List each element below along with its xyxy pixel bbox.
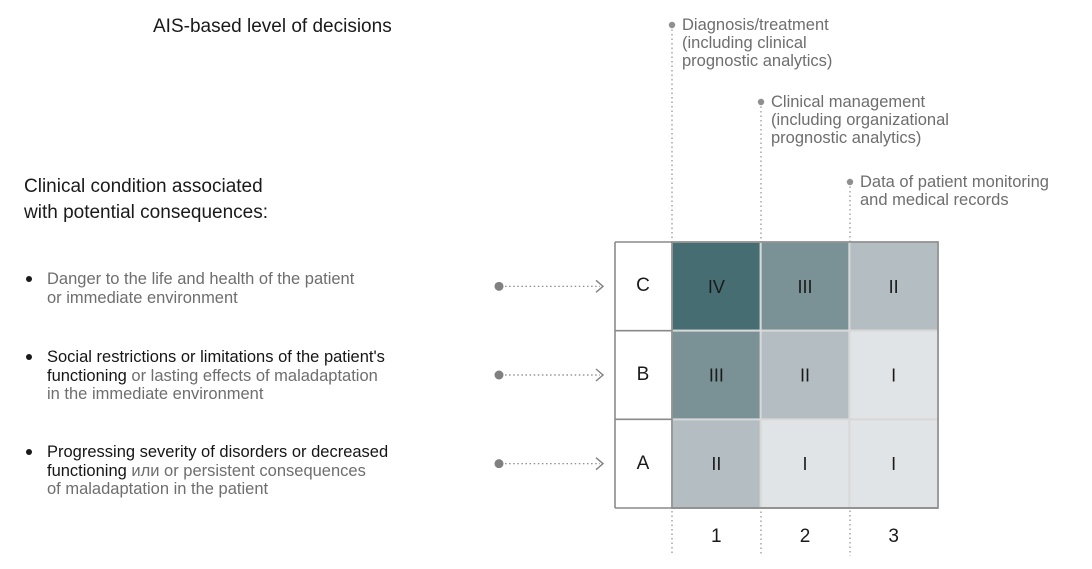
leader-dot-icon	[757, 98, 765, 106]
condition-text-line: Social restrictions or limitations of th…	[47, 348, 385, 367]
matrix-cell-label: II	[711, 454, 721, 474]
bullet-icon	[26, 449, 32, 455]
matrix-cell-label: I	[891, 454, 896, 474]
condition-text-segment: Danger to the life and health of the pat…	[47, 270, 355, 288]
matrix-cell-label: II	[889, 277, 899, 297]
condition-text-line: in the immediate environment	[47, 385, 385, 404]
diagram-title: AIS-based level of decisions	[153, 16, 392, 37]
condition-text-segment: Social restrictions or limitations of th…	[47, 348, 385, 366]
row-label-c: C	[636, 275, 650, 297]
matrix-cell-label: IV	[708, 277, 725, 297]
column-label-3: 3	[888, 526, 899, 547]
condition-text: Social restrictions or limitations of th…	[47, 348, 385, 404]
decision-level-label-line: (including clinical	[682, 34, 807, 52]
bullet-icon	[26, 276, 32, 282]
decision-level-label-line: and medical records	[860, 191, 1009, 209]
matrix-cell	[848, 418, 939, 509]
condition-heading-line-2: with potential consequences:	[24, 202, 268, 223]
arrow-start-dot-icon	[494, 281, 504, 291]
arrow-head-icon	[595, 368, 605, 382]
condition-text-line: of maladaptation in the patient	[47, 480, 388, 499]
condition-text-segment: или or persistent consequences	[126, 461, 366, 480]
bullet-icon	[26, 354, 32, 360]
decision-level-label-line: Data of patient monitoring	[860, 173, 1049, 191]
matrix-cell	[759, 241, 851, 332]
condition-text-line: Progressing severity of disorders or dec…	[47, 443, 388, 462]
decision-level-label-line: Clinical management	[771, 93, 926, 111]
condition-text-segment: Progressing severity of disorders or dec…	[47, 443, 389, 461]
condition-text-segment: or immediate environment	[47, 288, 238, 307]
condition-heading-line-1: Clinical condition associated	[24, 176, 263, 197]
condition-text-line: functioning or lasting effects of malada…	[47, 367, 385, 386]
arrow-head-icon	[595, 279, 605, 293]
arrow-start-dot-icon	[494, 370, 504, 380]
arrow-start-dot-icon	[494, 459, 504, 469]
arrow-head-icon	[595, 457, 605, 471]
decision-level-label-line: Diagnosis/treatment	[682, 16, 829, 34]
condition-text-line: Danger to the life and health of the pat…	[47, 270, 354, 289]
row-label-b: B	[636, 364, 650, 385]
leader-dot-icon	[846, 178, 854, 186]
condition-text: Progressing severity of disorders or dec…	[47, 443, 388, 499]
condition-text: Danger to the life and health of the pat…	[47, 270, 354, 307]
condition-text-segment: in the immediate environment	[47, 385, 264, 403]
decision-level-label-line: prognostic analytics)	[682, 52, 833, 70]
condition-text-segment: functioning	[47, 461, 127, 480]
leader-dot-icon	[668, 21, 676, 29]
matrix-cell-label: III	[797, 277, 812, 297]
row-label-a: A	[636, 452, 650, 474]
column-label-2: 2	[799, 526, 811, 547]
condition-text-segment: functioning	[47, 366, 127, 385]
matrix-cell-label: I	[802, 454, 807, 474]
decision-level-label-2: Clinical management(including organizati…	[771, 93, 949, 147]
matrix-cell-label: II	[800, 366, 810, 386]
condition-heading: Clinical condition associated with poten…	[24, 174, 268, 226]
condition-text-segment: or lasting effects of maladaptation	[126, 366, 378, 385]
condition-text-line: or immediate environment	[47, 289, 354, 308]
decision-level-label-line: (including organizational	[771, 111, 949, 129]
decision-level-label-line: prognostic analytics)	[771, 129, 922, 147]
matrix-cell-label: I	[891, 366, 896, 386]
condition-text-line: functioning или or persistent consequenc…	[47, 462, 388, 481]
matrix-cell-label: III	[709, 366, 724, 386]
condition-text-segment: of maladaptation in the patient	[47, 480, 269, 498]
column-label-1: 1	[711, 526, 722, 547]
